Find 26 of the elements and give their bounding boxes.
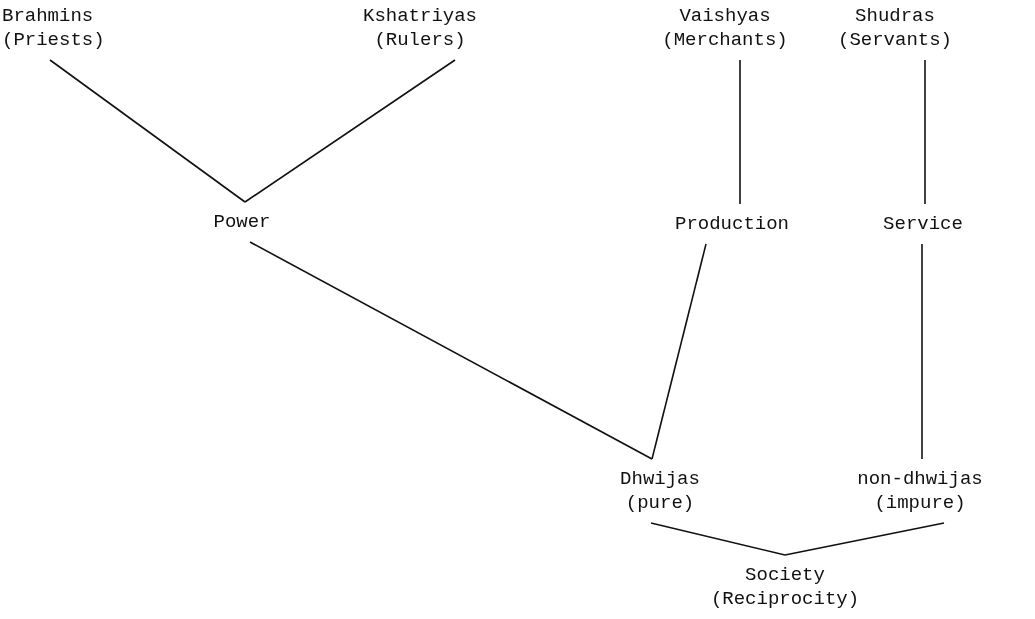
node-label: Brahmins — [2, 4, 95, 28]
node-label: Kshatriyas — [363, 4, 477, 28]
node-label: Shudras — [854, 4, 936, 28]
node-label: Power — [213, 210, 271, 234]
node-label: Service — [883, 212, 963, 236]
connector-line — [49, 59, 246, 203]
node-sublabel: (Merchants) — [662, 28, 788, 52]
connector-line — [249, 241, 653, 460]
connector-line — [650, 522, 786, 556]
connector-line — [784, 522, 945, 556]
node-sublabel: (Reciprocity) — [710, 587, 860, 611]
connector-line — [921, 243, 923, 460]
node-sublabel: (Rulers) — [373, 28, 467, 52]
connector-line — [739, 59, 741, 205]
node-sublabel: (impure) — [873, 491, 967, 515]
node-label: non-dhwijas — [857, 467, 983, 491]
node-label: Vaishyas — [678, 4, 772, 28]
node-sublabel: (pure) — [624, 491, 696, 515]
connector-line — [924, 59, 926, 205]
connector-line — [651, 243, 707, 460]
node-label: Society — [744, 563, 826, 587]
node-sublabel: (Priests) — [2, 28, 105, 52]
node-label: Dhwijas — [620, 467, 700, 491]
node-sublabel: (Servants) — [838, 28, 952, 52]
node-label: Production — [675, 212, 789, 236]
connector-line — [244, 59, 456, 203]
